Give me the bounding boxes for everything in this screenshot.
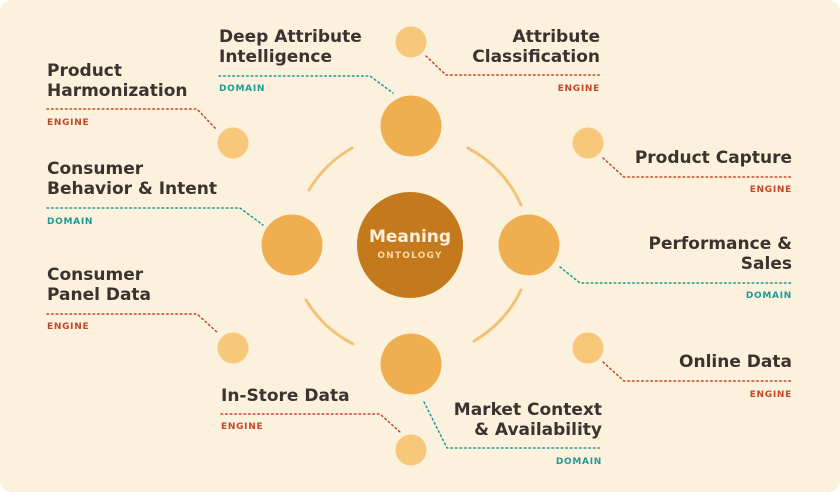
connector-product-capture [602,157,793,178]
connector-deep-attribute [218,75,394,94]
connector-performance-sales [559,266,793,284]
connector-product-harmonization [46,108,218,131]
node-tag-consumer-panel-data: ENGINE [47,322,90,332]
node-title-consumer-panel-data: Consumer Panel Data [47,265,152,305]
node-title-market-context-availability: Market Context & Availability [453,400,602,440]
node-tag-performance-sales: DOMAIN [745,291,792,301]
connector-online-data [602,361,793,382]
circle-consumer-behavior [261,214,323,276]
circle-online-data [572,332,604,364]
connector-lines [46,55,793,449]
connector-attribute-classification [425,55,601,76]
node-title-performance-sales: Performance & Sales [648,234,792,274]
ring-arc-bottom-right [472,288,523,343]
center-circle [357,192,463,298]
node-tag-attribute-classification: ENGINE [557,84,600,94]
circle-product-harmonization [217,127,249,159]
ring-arcs [304,146,523,346]
center-subtitle: ONTOLOGY [377,251,443,261]
node-tag-in-store-data: ENGINE [221,422,264,432]
center-title: Meaning [368,227,452,247]
ring-arc-top-right [466,146,523,207]
connector-consumer-panel [46,313,219,334]
node-title-in-store-data: In-Store Data [221,386,350,406]
node-title-online-data: Online Data [679,352,792,372]
node-tag-consumer-behavior-intent: DOMAIN [47,217,94,227]
circle-attribute-classification [395,26,427,58]
circle-deep-attribute [380,95,442,157]
node-title-consumer-behavior-intent: Consumer Behavior & Intent [47,159,218,199]
ring-arc-bottom-left [304,298,355,346]
ring-arc-top-left [307,146,354,192]
connector-market-context [423,401,603,449]
circle-consumer-panel [217,332,249,364]
circle-performance-sales [498,214,560,276]
node-title-deep-attribute-intelligence: Deep Attribute Intelligence [219,27,362,67]
node-tag-deep-attribute-intelligence: DOMAIN [219,84,266,94]
node-tag-product-capture: ENGINE [749,185,792,195]
large-circles [261,95,560,395]
node-tag-product-harmonization: ENGINE [47,118,90,128]
node-tag-market-context-availability: DOMAIN [555,457,602,467]
connector-consumer-behavior [46,207,264,226]
node-title-attribute-classification: Attribute Classification [472,27,600,67]
small-circles [217,26,604,466]
node-title-product-harmonization: Product Harmonization [47,61,188,101]
circle-market-context [380,333,442,395]
connector-in-store [220,413,401,433]
node-tag-online-data: ENGINE [749,390,792,400]
node-title-product-capture: Product Capture [634,148,792,168]
circle-in-store [395,434,427,466]
circle-product-capture [572,127,604,159]
